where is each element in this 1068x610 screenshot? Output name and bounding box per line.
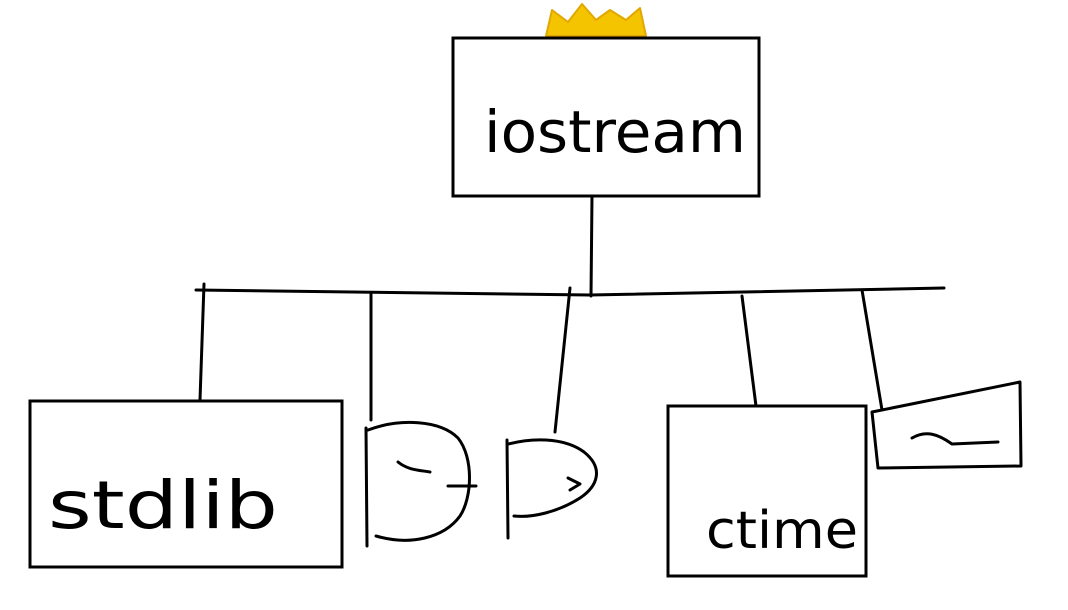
child-node-scribble-2 [364,420,478,548]
child-node-shape [505,438,598,540]
child-node-scribble-5 [870,380,1023,470]
child-node-label: stdlib [48,467,278,544]
child-node-scribble-3 [505,438,598,540]
branch-line-1 [198,282,206,402]
child-node-shape [870,380,1023,470]
branch-line-4 [740,294,758,408]
branch-line-5 [860,288,884,412]
child-node-shape [364,420,478,548]
root-connector [589,194,594,298]
crown-icon [545,3,647,37]
child-node-stdlib: stdlib [28,399,344,569]
root-node: iostream [451,36,761,198]
child-node-label: ctime [706,501,858,561]
child-node-box [666,404,868,578]
child-node-ctime: ctime [666,404,868,578]
branch-line-3 [553,286,572,434]
bus-line [194,286,946,297]
child-node-box [28,399,344,569]
root-node-label: iostream [484,98,746,166]
root-node-box [451,36,761,198]
